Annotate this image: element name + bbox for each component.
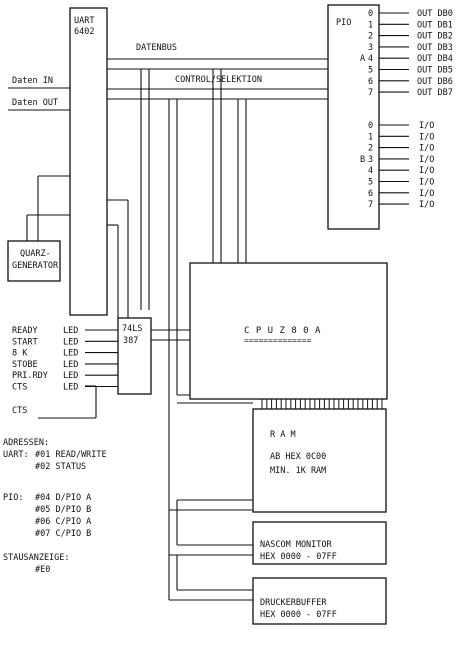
led-type-label: LED (63, 337, 78, 347)
led-type-label: LED (63, 360, 78, 370)
datenbus-label: DATENBUS (136, 43, 177, 53)
pio-port-a-label: A (360, 54, 365, 64)
pio-a-pin-number: 1 (368, 20, 373, 30)
pio-a-output-label: OUT DB7 (417, 88, 453, 98)
pio-a-output-label: OUT DB1 (417, 20, 453, 30)
pio-b-pin-number: 7 (368, 200, 373, 210)
buffer-line2: HEX 0000 - 07FF (260, 610, 337, 620)
status-title: STAUSANZEIGE: (3, 553, 70, 563)
pio-b-io-label: I/O (419, 144, 434, 154)
nascom-line1: NASCOM MONITOR (260, 540, 333, 550)
latch-label-line2: 387 (123, 336, 138, 346)
adressen-pio-row: #04 D/PIO A (35, 493, 91, 503)
pio-b-pin-number: 3 (368, 155, 373, 165)
pio-b-io-label: I/O (419, 166, 434, 176)
pio-b-io-label: I/O (419, 178, 434, 188)
uart-chip: UART 6402 (69, 7, 108, 316)
cpu-name: C P U Z 8 0 A (244, 326, 321, 336)
pio-b-pin-number: 5 (368, 178, 373, 188)
adressen-pio-row: #06 C/PIO A (35, 517, 91, 527)
daten-out-label: Daten OUT (12, 98, 58, 108)
bus-lines (107, 58, 328, 601)
uart-label-line2: 6402 (74, 27, 94, 37)
pio-a-output-label: OUT DB4 (417, 54, 453, 64)
led-signal-label: 8 K (12, 349, 28, 359)
led-type-label: LED (63, 349, 78, 359)
status-display: STAUSANZEIGE: #E0 (3, 553, 70, 575)
uart-latch-wiring (26, 175, 129, 318)
pio-a-output-label: OUT DB5 (417, 66, 453, 76)
pio-a-output-label: OUT DB6 (417, 77, 453, 87)
led-signal-label: START (12, 337, 38, 347)
pio-b-io-label: I/O (419, 155, 434, 165)
adressen-title: ADRESSEN: (3, 438, 49, 448)
adressen-pio-row: #05 D/PIO B (35, 505, 91, 515)
pio-a-pin-number: 7 (368, 88, 373, 98)
led-signal-label: READY (12, 326, 38, 336)
pio-b-io-label: I/O (419, 189, 434, 199)
pio-b-io-label: I/O (419, 200, 434, 210)
serial-lines: Daten IN Daten OUT (8, 76, 70, 111)
led-signal-label: STOBE (12, 360, 38, 370)
led-signal-label: CTS (12, 383, 27, 393)
pio-a-pin-number: 0 (368, 9, 373, 19)
adressen-uart-label: UART: (3, 450, 29, 460)
nascom-monitor-rom: NASCOM MONITOR HEX 0000 - 07FF (252, 521, 387, 565)
druckerbuffer: DRUCKERBUFFER HEX 0000 - 07FF (252, 577, 387, 625)
pio-b-pin-number: 2 (368, 144, 373, 154)
ram-title: R A M (270, 430, 296, 440)
buffer-line1: DRUCKERBUFFER (260, 598, 327, 608)
pio-port-a-pins: 0 OUT DB0 1 OUT DB1 2 OUT DB2 3 OUT DB3 4 OUT DB4… (368, 9, 453, 98)
cpu-underline: ============== (244, 336, 312, 345)
ram-line1: AB HEX 0C00 (270, 452, 326, 462)
cts-label: CTS (12, 406, 27, 416)
adressen-pio-label: PIO: (3, 493, 23, 503)
pio-b-io-label: I/O (419, 132, 434, 142)
led-type-label: LED (63, 371, 78, 381)
pio-b-pin-number: 6 (368, 189, 373, 199)
cpu-chip: C P U Z 8 0 A ============== (189, 262, 388, 400)
pio-a-pin-number: 2 (368, 32, 373, 42)
pio-b-pin-number: 4 (368, 166, 373, 176)
pio-b-pin-number: 0 (368, 121, 373, 131)
address-table: ADRESSEN: UART: #01 READ/WRITE #02 STATU… (3, 438, 107, 539)
adressen-uart-row: #02 STATUS (35, 462, 86, 472)
pio-a-pin-number: 6 (368, 77, 373, 87)
latch-label-line1: 74LS (122, 324, 142, 334)
pio-a-pin-number: 4 (368, 54, 373, 64)
nascom-line2: HEX 0000 - 07FF (260, 552, 337, 562)
led-type-label: LED (63, 383, 78, 393)
uart-label-line1: UART (74, 16, 94, 26)
pio-b-io-label: I/O (419, 121, 434, 131)
status-value: #E0 (35, 565, 50, 575)
pio-a-pin-number: 5 (368, 66, 373, 76)
pio-title: PIO (336, 18, 351, 28)
adressen-pio-row: #07 C/PIO B (35, 529, 91, 539)
pio-a-output-label: OUT DB0 (417, 9, 453, 19)
adressen-uart-row: #01 READ/WRITE (35, 450, 107, 460)
pio-port-b-label: B (360, 155, 365, 165)
control-label: CONTROL/SELEKTION (175, 75, 262, 85)
quarz-generator: QUARZ- GENERATOR (7, 240, 61, 282)
quarz-label-line1: QUARZ- (20, 249, 51, 259)
pio-b-pin-number: 1 (368, 132, 373, 142)
pio-a-output-label: OUT DB2 (417, 32, 453, 42)
pio-a-output-label: OUT DB3 (417, 43, 453, 53)
ram-line2: MIN. 1K RAM (270, 466, 326, 476)
daten-in-label: Daten IN (12, 76, 53, 86)
pio-chip: PIO A B (327, 4, 380, 230)
quarz-label-line2: GENERATOR (12, 261, 59, 271)
latch-chip: 74LS 387 (117, 317, 152, 395)
ram-chip: R A M AB HEX 0C00 MIN. 1K RAM (252, 408, 387, 513)
pio-a-pin-number: 3 (368, 43, 373, 53)
led-signal-label: PRI.RDY (12, 371, 48, 381)
led-type-label: LED (63, 326, 78, 336)
cts-line: CTS (12, 385, 97, 419)
led-list: READY LED START LED 8 K LED STOBE LED PRI.RDY LED… (12, 326, 118, 393)
cpu-ram-pins (261, 399, 383, 409)
